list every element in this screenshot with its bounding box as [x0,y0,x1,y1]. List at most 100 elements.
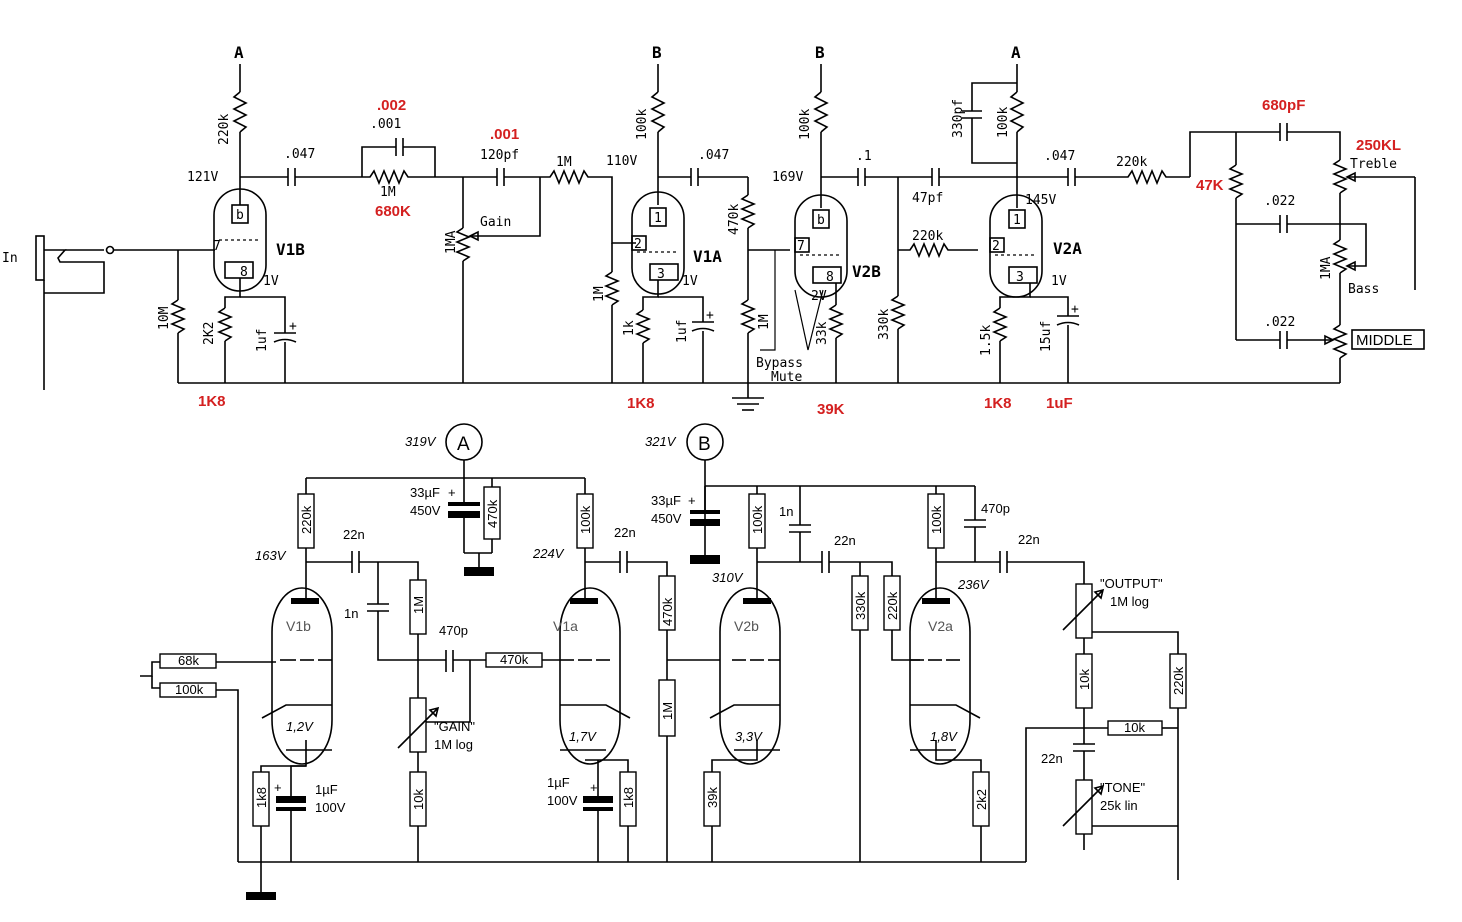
tube-v1b: b 7 8 [213,188,267,292]
k17-label: 1,7V [569,729,597,744]
tone-label: "TONE" [1100,780,1145,795]
c47pf-label: 47pf [912,191,943,206]
v2b-bottom-label: V2b [734,618,759,634]
c22n-5-label: 22n [1041,751,1063,766]
r39k-label: 39k [705,787,720,808]
tube-v2a: 1 2 3 [989,194,1043,298]
k33-label: 3,3V [735,729,763,744]
svg-text:8: 8 [826,270,834,285]
tube-v2b-bottom [709,562,781,765]
note-47k: 47K [1196,177,1224,194]
r1m-b-label: 1M [660,702,675,720]
k12-label: 1,2V [286,719,314,734]
top-schematic: In A 220k 121V .047 b 7 8 V1B 10M 2K2 [2,43,1425,418]
c001-label: .001 [370,117,401,132]
note-1k8-c: 1K8 [984,395,1012,412]
r100k-v1a-label: 100k [635,109,650,140]
note-39k: 39K [817,401,845,418]
r470k-b-label: 470k [500,652,529,667]
r10k-2-label: 10k [411,789,426,810]
r33k-label: 33k [815,321,830,345]
r2k2-label: 2K2 [202,322,217,345]
r1k-label: 1k [622,320,637,336]
r1k8-a-label: 1k8 [254,787,269,808]
rail-b-label-1: B [652,43,662,62]
output-label: "OUTPUT" [1100,576,1163,591]
r330k-label: 330k [877,309,892,340]
r100k-v2b-label: 100k [798,109,813,140]
r330k-bottom-label: 330k [853,591,868,620]
r220k-c-label: 220k [1171,666,1186,695]
resistor-1m-series [540,168,608,186]
r68k-label: 68k [178,653,199,668]
in-label: In [2,251,18,266]
rail-b-label-2: B [815,43,825,62]
bass-pot-label: 1MA [1319,256,1334,280]
input-jack-icon [35,235,215,390]
gain-pot-label: 1MA [444,230,459,254]
c047-3-label: .047 [1044,149,1075,164]
note-250kl: 250KL [1356,137,1401,154]
r470k-c-label: 470k [660,597,675,626]
svg-text:7: 7 [797,239,805,254]
middle-pot [1331,324,1349,359]
r220k-label: 220k [217,114,232,145]
v450-b-label: 450V [651,511,682,526]
r220k-b-label: 220k [885,591,900,620]
r10k-1-label: 10k [1077,669,1092,690]
c22n-2-label: 22n [614,525,636,540]
bottom-schematic: A 319V B 321V 33µF + 450V 470k 33µF + 45… [140,423,1187,900]
r100k-3-label: 100k [929,505,944,534]
v1a-bottom-label: V1a [553,618,578,634]
svg-text:2: 2 [992,239,1000,254]
r100k-2-label: 100k [750,505,765,534]
svg-text:3: 3 [657,267,665,282]
ground-icon [732,397,764,411]
v100-b-label: 100V [547,793,578,808]
v1v-3-label: 1V [1051,274,1067,289]
v310-label: 310V [712,570,744,585]
c470p-1-label: 470p [439,623,468,638]
c1uf-b-label: 1µF [547,775,570,790]
svg-text:1: 1 [654,211,662,226]
r100k-1-label: 100k [578,505,593,534]
note-002: .002 [377,97,406,114]
svg-text:b: b [236,208,244,223]
v169-label: 169V [772,170,803,185]
c047-label: .047 [284,147,315,162]
resistor-220k [232,91,248,133]
c15uf-label: 15uf [1039,321,1054,352]
bass-pot [1331,239,1349,274]
r1m-par-label: 1M [380,185,396,200]
c22n-1-label: 22n [343,527,365,542]
svg-text:+: + [448,485,456,500]
middle-label: MIDDLE [1356,332,1413,349]
v321-label: 321V [645,434,677,449]
c1uf-2-label: 1uf [675,320,690,343]
svg-text:3: 3 [1016,270,1024,285]
tube-v2a-bottom [909,562,981,765]
svg-text:+: + [1071,302,1079,317]
tube-v2b: b 7 8 [794,194,848,298]
r1m-a-label: 1M [411,596,426,614]
k18-label: 1,8V [930,729,958,744]
c33uf-a-label: 33µF [410,485,440,500]
r100k-in-label: 100k [175,682,204,697]
note-680k: 680K [375,203,411,220]
v1a-label: V1A [693,247,722,266]
rail-a-label-2: A [1011,43,1021,62]
note-1k8-b: 1K8 [627,395,655,412]
c022-1-label: .022 [1264,194,1295,209]
rail-a-label: A [234,43,244,62]
c047-2-label: .047 [698,148,729,163]
bypass-label: Bypass [756,356,803,371]
resistor-10m [169,299,187,334]
r1m-grid-label: 1M [592,286,607,302]
v224-label: 224V [532,546,565,561]
svg-text:8: 8 [240,265,248,280]
svg-text:b: b [817,213,825,228]
mute-label: Mute [771,370,802,385]
note-680pf: 680pF [1262,97,1305,114]
tone-val-label: 25k lin [1100,798,1138,813]
